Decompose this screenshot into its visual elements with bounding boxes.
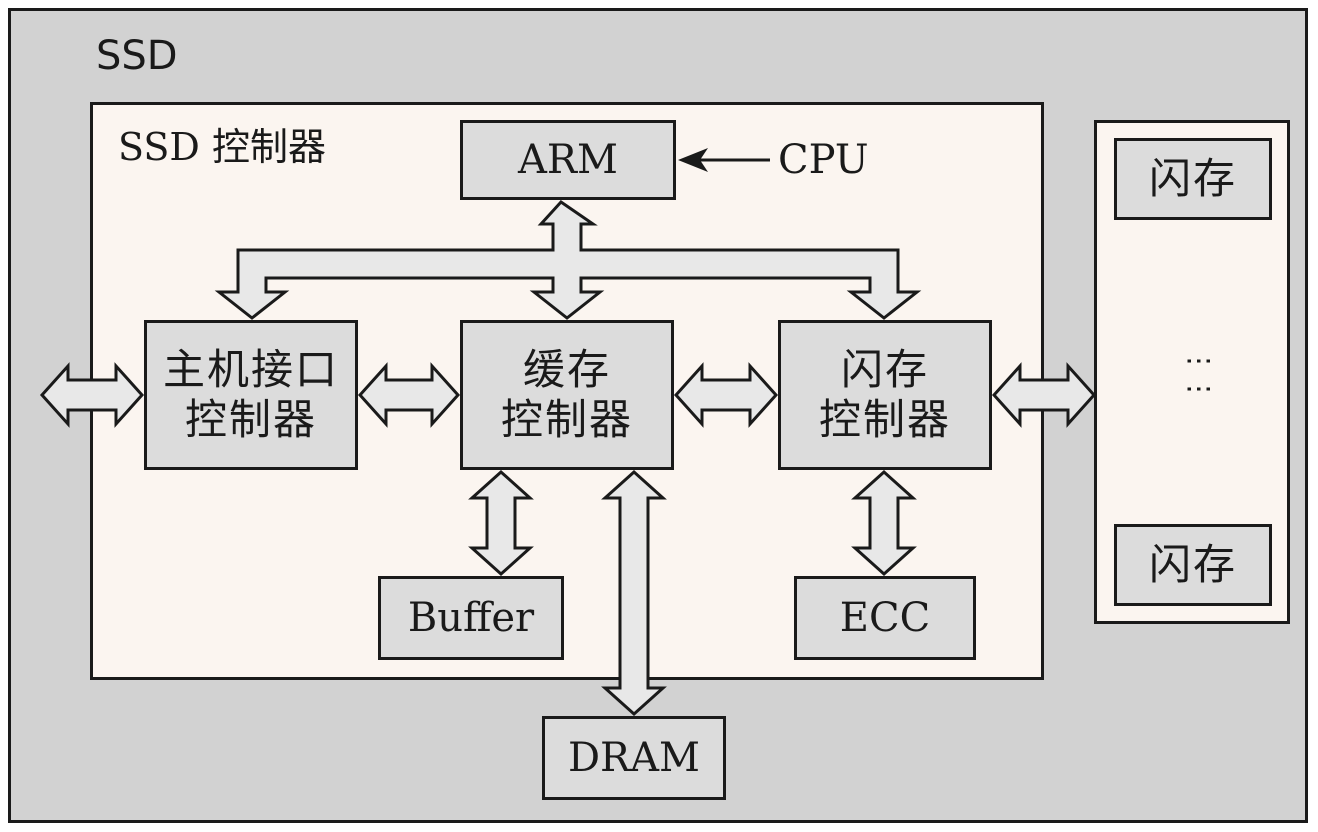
cache-flash-arrow [673, 362, 779, 428]
cache-buffer-arrow [468, 469, 534, 577]
ecc-box: ECC [794, 576, 976, 660]
flash-ctrl-line2: 控制器 [818, 395, 951, 444]
flash-chip-ellipsis: ⋮⋮ [1183, 347, 1216, 403]
buffer-box: Buffer [378, 576, 564, 660]
ssd-controller-label: SSD 控制器 [118, 125, 326, 169]
host-if-line1: 主机接口 [162, 344, 339, 394]
flash-chip-top-label: 闪存 [1148, 153, 1237, 203]
flash-chip-top: 闪存 [1114, 138, 1272, 220]
flash-chip-bottom: 闪存 [1114, 524, 1272, 606]
flash-controller-box: 闪存 控制器 [778, 320, 992, 470]
host-cache-arrow [357, 362, 461, 428]
cache-controller-box: 缓存 控制器 [460, 320, 674, 470]
cpu-to-arm-arrow [678, 148, 770, 172]
cache-dram-arrow [601, 469, 667, 717]
cpu-label: CPU [778, 137, 869, 183]
ecc-label: ECC [839, 595, 931, 641]
buffer-label: Buffer [407, 595, 535, 641]
flash-ecc-arrow [851, 469, 917, 577]
cache-ctrl-line2: 控制器 [500, 395, 633, 444]
arm-box: ARM [460, 120, 676, 200]
external-host-arrow [39, 362, 145, 428]
flash-ctrl-line1: 闪存 [840, 344, 929, 394]
cache-ctrl-line1: 缓存 [522, 344, 611, 394]
arm-label: ARM [518, 137, 618, 183]
host-if-line2: 控制器 [184, 395, 317, 444]
flash-chip-bottom-label: 闪存 [1148, 539, 1237, 589]
host-interface-controller-box: 主机接口 控制器 [144, 320, 358, 470]
arm-bus-arrow [214, 200, 922, 320]
dram-label: DRAM [567, 735, 701, 781]
flash-array-arrow [991, 362, 1097, 428]
ssd-label: SSD [96, 33, 178, 79]
dram-box: DRAM [542, 716, 726, 800]
